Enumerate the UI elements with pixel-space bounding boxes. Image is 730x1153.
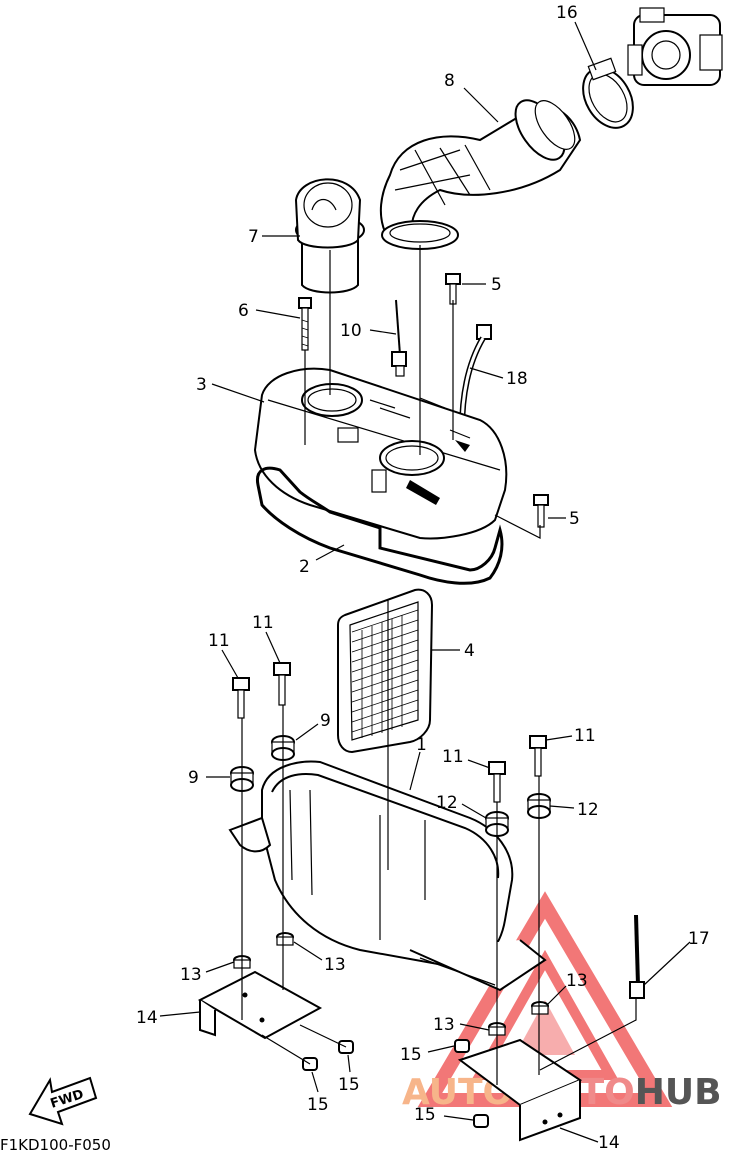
callout-11-a: 11 (208, 631, 239, 679)
callout-7: 7 (248, 227, 300, 247)
svg-text:11: 11 (208, 631, 230, 651)
callout-2: 2 (299, 544, 345, 577)
callout-13-b: 13 (293, 941, 346, 975)
svg-text:12: 12 (436, 793, 458, 813)
throttle-body (627, 7, 723, 86)
callout-15-d: 15 (414, 1105, 474, 1125)
cable-band (391, 299, 407, 377)
callout-5-upper: 5 (462, 275, 502, 295)
callout-18: 18 (469, 367, 528, 389)
drain-hose (459, 324, 492, 431)
svg-text:16: 16 (556, 3, 578, 23)
collar-13-b (276, 932, 294, 946)
bolt-5-upper (445, 273, 461, 305)
callout-1: 1 (409, 735, 427, 791)
callout-8: 8 (444, 71, 499, 123)
svg-text:6: 6 (238, 301, 249, 321)
svg-text:15: 15 (307, 1095, 329, 1115)
callout-4: 4 (432, 641, 475, 661)
svg-text:5: 5 (569, 509, 580, 529)
hose-clamp (582, 57, 634, 129)
callout-13-d: 13 (433, 1015, 490, 1035)
callout-12-b: 12 (549, 800, 599, 820)
callout-15-c: 15 (400, 1045, 455, 1065)
bolt-6 (298, 297, 312, 351)
callout-11-c: 11 (442, 747, 491, 769)
callout-11-b: 11 (252, 613, 281, 664)
cable-band-17 (629, 914, 645, 999)
svg-text:15: 15 (414, 1105, 436, 1125)
svg-text:14: 14 (136, 1008, 158, 1028)
watermark-text-hub: HUB (635, 1072, 722, 1113)
callout-14-left: 14 (136, 1008, 201, 1028)
bolt-11-c (488, 761, 506, 803)
bolt-11-a (232, 677, 250, 719)
callout-11-d: 11 (545, 726, 596, 746)
svg-text:9: 9 (320, 711, 331, 731)
air-filter-joint (379, 99, 582, 250)
svg-text:13: 13 (180, 965, 202, 985)
bolt-5-lower (533, 494, 549, 528)
svg-text:11: 11 (442, 747, 464, 767)
svg-text:15: 15 (400, 1045, 422, 1065)
air-filter-element (337, 588, 434, 754)
svg-text:9: 9 (188, 768, 199, 788)
svg-text:17: 17 (688, 929, 710, 949)
callout-13-a: 13 (180, 961, 235, 985)
svg-text:7: 7 (248, 227, 259, 247)
nut-15-d (473, 1114, 489, 1128)
svg-text:14: 14 (598, 1133, 620, 1153)
svg-text:8: 8 (444, 71, 455, 91)
air-filter-case-cover (253, 367, 508, 540)
bolt-11-b (273, 662, 291, 706)
callout-16: 16 (556, 3, 597, 71)
callout-5-lower: 5 (548, 509, 580, 529)
callout-13-c: 13 (547, 971, 588, 1005)
assembly-lines (241, 245, 637, 1085)
svg-text:10: 10 (340, 321, 362, 341)
forward-arrow-icon: FWD (28, 1076, 98, 1126)
svg-text:2: 2 (299, 557, 310, 577)
callout-14-right: 14 (559, 1127, 620, 1153)
nut-15-c (454, 1039, 470, 1053)
callout-10: 10 (340, 321, 397, 341)
callout-9-b: 9 (295, 711, 331, 741)
svg-text:15: 15 (338, 1075, 360, 1095)
filter-pleats (351, 609, 419, 738)
collar-13-c (531, 1001, 549, 1015)
svg-text:13: 13 (324, 955, 346, 975)
callout-15-a: 15 (307, 1071, 329, 1115)
callout-3: 3 (196, 375, 265, 403)
bolt-11-d (529, 735, 547, 777)
bracket-14-left (197, 970, 323, 1040)
diagram-code: F1KD100-F050 (0, 1136, 111, 1153)
bracket-14-right (457, 1038, 583, 1142)
svg-text:1: 1 (416, 735, 427, 755)
svg-text:12: 12 (577, 800, 599, 820)
svg-text:11: 11 (574, 726, 596, 746)
svg-text:3: 3 (196, 375, 207, 395)
air-filter-tube (294, 178, 365, 294)
case-gasket (255, 466, 504, 585)
svg-text:18: 18 (506, 369, 528, 389)
svg-text:4: 4 (464, 641, 475, 661)
svg-text:13: 13 (433, 1015, 455, 1035)
callout-12-a: 12 (436, 793, 487, 819)
svg-text:5: 5 (491, 275, 502, 295)
callout-15-b: 15 (338, 1054, 360, 1095)
callout-17: 17 (643, 929, 710, 986)
svg-text:11: 11 (252, 613, 274, 633)
svg-text:13: 13 (566, 971, 588, 991)
callout-9-a: 9 (188, 768, 230, 788)
callout-6: 6 (238, 301, 301, 321)
